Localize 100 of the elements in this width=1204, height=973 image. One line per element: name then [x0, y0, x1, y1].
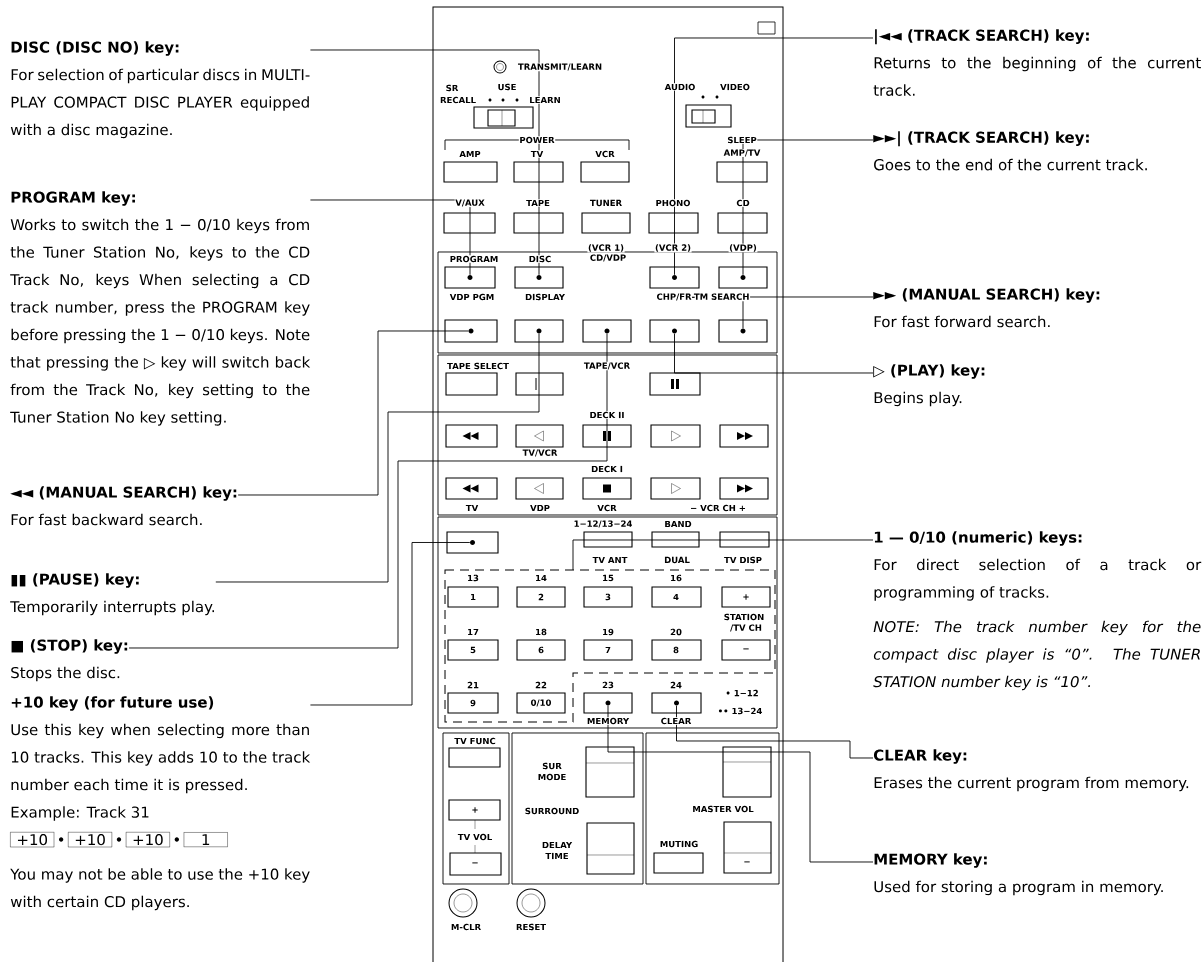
key-label: SUR [541, 762, 563, 770]
leader-line [572, 539, 874, 571]
key-label: TIME [544, 852, 570, 860]
leader-line [309, 199, 471, 276]
key-label: 24 [669, 681, 683, 689]
callout-text: ▮▮ (PAUSE) key: Temporarily interrupts play. [10, 573, 214, 616]
key-label: − [742, 860, 752, 866]
leader-line [674, 333, 874, 374]
key-label: AMP/TV [723, 148, 761, 158]
key-label: 0/10 [530, 698, 553, 708]
callout-text: PROGRAM key: Works to switch the 1 − 0/10 keys from the Tuner Station No, keys to the CD Track No, keys When selecting a CD track number, press the PROGRAM key before pressing the 1 − 0/10 keys. Note that pressing the ▷ key will switch back from the Track No, key setting to the Tuner Station No key setting. [10, 191, 311, 426]
leader-line [309, 542, 471, 706]
leader-line [607, 705, 874, 863]
key-label: 22 [534, 681, 548, 689]
key-label: CD [735, 199, 751, 207]
key-label: TAPE SELECT [446, 362, 510, 370]
key-label: VCR [596, 504, 618, 512]
key-label: DECK I [590, 465, 624, 473]
callout-text: MEMORY key: Used for storing a program in memory. [874, 853, 1163, 896]
key-label: TAPE/VCR [583, 361, 631, 371]
callout-text: ■ (STOP) key: Stops the disc. [11, 639, 128, 682]
key-label: •• 13−24 [717, 707, 763, 715]
key-label: STATION [723, 613, 765, 621]
key-label: 1 [469, 593, 477, 601]
key-label: DECK II [588, 411, 626, 419]
key-label: + [470, 806, 480, 814]
key-label: 14 [534, 574, 548, 582]
key-label: CLEAR [660, 717, 692, 725]
key-label: 15 [601, 574, 615, 582]
key-label: 7 [604, 646, 612, 654]
key-label: CHP/FR-TM SEARCH [655, 292, 751, 302]
key-label: M-CLR [450, 923, 482, 931]
key-label: AUDIO [664, 83, 696, 91]
key-label: AMP [458, 150, 482, 158]
key-label: TAPE [525, 199, 551, 207]
key-label: 4 [672, 593, 680, 601]
key-label: LEARN [528, 96, 562, 104]
leader-line [674, 37, 874, 276]
dashed-key-area [444, 569, 776, 723]
key-label: USE [497, 83, 517, 91]
key-label: • 1−12 [724, 689, 760, 697]
key-label: 20 [669, 628, 683, 636]
key-label: DISC [528, 255, 552, 263]
key-label: BAND [663, 520, 693, 528]
key-label: 19 [601, 628, 615, 636]
key-label: 18 [534, 628, 548, 636]
key-label: − [741, 647, 751, 653]
leader-line [742, 139, 874, 276]
key-label: TV FUNC [453, 737, 497, 745]
key-label: 5 [469, 646, 477, 654]
callout-text: |◄◄ (TRACK SEARCH) key: Returns to the beginning of the current track. [873, 29, 1201, 96]
key-label: VCR [594, 150, 616, 158]
key-label: SR [445, 84, 459, 92]
key-label: TUNER [589, 199, 623, 207]
key-label: TV [465, 504, 479, 512]
key-label: TV/VCR [522, 448, 559, 458]
key-label: 6 [537, 646, 545, 654]
key-label: MUTING [659, 840, 699, 848]
key-label: DELAY [541, 841, 573, 849]
callout-text: ►► (MANUAL SEARCH) key: For fast forward search. [873, 288, 1100, 328]
callout-text: DISC (DISC NO) key: For selection of particular discs in MULTI-PLAY COMPACT DISC PLAYER equipped with a disc magazine. [10, 41, 310, 139]
key-label: SURROUND [524, 807, 580, 815]
key-label: TRANSMIT/LEARN [517, 62, 603, 72]
key-label: VDP [529, 504, 551, 512]
callout-text: 1 — 0/10 (numeric) keys: For direct selection of a track or programming of tracks. NOTE: The track number key for the compact disc player is “0”. The TUNER STATION number key is “10”. [873, 531, 1202, 691]
key-label: + [741, 593, 751, 601]
key-label: 8 [672, 646, 680, 654]
callout-text: +10 key (for future use) Use this key when selecting more than 10 tracks. This key adds 10 to the track number each time it is pressed. Example: Track 31 +10 • +10 • +10 • 1 You may not be able to use the +10 key with certain CD players. [10, 696, 311, 911]
leader-line [309, 49, 540, 276]
key-label: 23 [601, 681, 615, 689]
key-label: PROGRAM [449, 255, 499, 263]
key-label: MEMORY [586, 717, 630, 725]
callout-text: CLEAR key: Erases the current program from memory. [873, 749, 1189, 792]
key-label: TV VOL [457, 833, 493, 841]
key-label: (VDP) [728, 243, 758, 253]
key-label: SLEEP [726, 136, 758, 144]
key-label: TV [530, 150, 544, 158]
key-label: RECALL [439, 96, 477, 104]
callout-text: ▷ (PLAY) key: Begins play. [873, 364, 985, 407]
key-label: POWER [518, 136, 556, 144]
key-label: VIDEO [719, 83, 751, 91]
key-label: 13 [466, 574, 480, 582]
key-label: − VCR CH + [689, 504, 747, 512]
key-label: 21 [466, 681, 480, 689]
key-label: PHONO [654, 199, 692, 207]
key-label: − [470, 861, 480, 867]
key-label: 16 [669, 574, 683, 582]
leader-line [742, 296, 874, 329]
key-label: 9 [469, 699, 477, 707]
key-label: (VCR 1) [587, 243, 625, 253]
leader-line [215, 333, 540, 583]
key-label: 2 [537, 593, 545, 601]
key-label: 17 [466, 628, 480, 636]
key-label: (VCR 2) [654, 243, 692, 253]
key-label: CD/VDP [589, 253, 627, 263]
leader-line [676, 705, 874, 759]
key-label: DISPLAY [524, 293, 566, 301]
key-label: /TV CH [729, 623, 763, 633]
key-label: MASTER VOL [691, 805, 755, 813]
callout-text: ◄◄ (MANUAL SEARCH) key: For fast backward search. [10, 486, 237, 526]
